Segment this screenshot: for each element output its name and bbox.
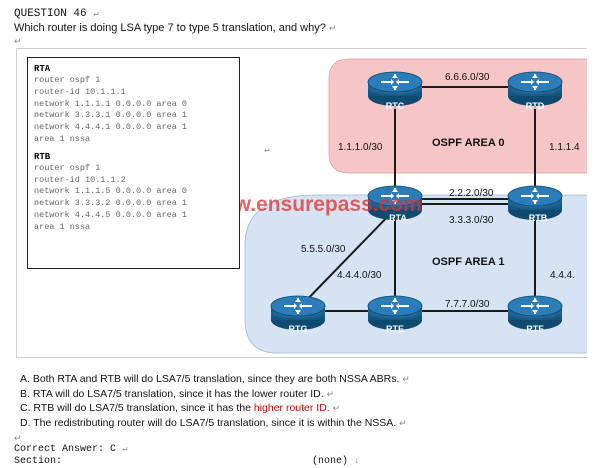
area1-region bbox=[244, 194, 587, 354]
paragraph-mark: ↵ bbox=[399, 417, 407, 428]
network-diagram: RTC RTD RTA RTB RTG RTE RTF OSPF AREA 0 … bbox=[201, 58, 587, 354]
config-line: router ospf 1 bbox=[34, 75, 101, 85]
router-label-rtf: RTF bbox=[526, 324, 544, 334]
paragraph-mark: ↵ bbox=[14, 433, 22, 443]
paragraph-mark: ↵ bbox=[332, 403, 341, 413]
paragraph-mark: ↵ bbox=[14, 36, 22, 46]
link-label-111: 1.1.1.0/30 bbox=[338, 142, 383, 153]
question-number: QUESTION 46 ↵ bbox=[14, 8, 99, 20]
config-line: network 4.4.4.5 0.0.0.0 area 1 bbox=[34, 209, 188, 220]
config-line: area 1 nssa bbox=[34, 221, 91, 232]
config-line: network 3.3.3.2 0.0.0.0 area 1 bbox=[34, 198, 188, 209]
router-label-rtb: RTB bbox=[529, 213, 548, 223]
paragraph-mark: ↵ bbox=[122, 444, 128, 454]
network-figure: RTC RTD RTA RTB RTG RTE RTF OSPF AREA 0 … bbox=[16, 48, 587, 358]
link-label-666: 6.6.6.0/30 bbox=[445, 72, 490, 83]
config-line: network 4.4.4.1 0.0.0.0 area 1 bbox=[34, 122, 188, 133]
router-label-rte: RTE bbox=[386, 324, 404, 334]
config-line: router-id 10.1.1.2 bbox=[34, 174, 126, 185]
question-text: Which router is doing LSA type 7 to type… bbox=[14, 22, 337, 34]
link-label-1114: 1.1.1.4 bbox=[549, 142, 580, 153]
answer-c-highlight: higher router ID. bbox=[253, 402, 330, 414]
link-label-222: 2.2.2.0/30 bbox=[449, 188, 494, 199]
config-line: network 3.3.3.1 0.0.0.0 area 1 bbox=[34, 110, 188, 121]
answer-c[interactable]: C. RTB will do LSA7/5 translation, since… bbox=[20, 402, 341, 414]
config-line: network 1.1.1.5 0.0.0.0 area 0 bbox=[34, 186, 188, 197]
rta-config-title: RTA bbox=[34, 64, 51, 74]
answer-options: A. Both RTA and RTB will do LSA7/5 trans… bbox=[20, 372, 410, 430]
router-label-rtg: RTG bbox=[289, 324, 308, 334]
paragraph-mark: ↵ bbox=[93, 9, 99, 19]
paragraph-mark: ↵ bbox=[402, 374, 410, 384]
config-line: area 1 nssa bbox=[34, 133, 91, 144]
section-label: Section: bbox=[14, 456, 63, 467]
config-line: network 1.1.1.1 0.0.0.0 area 0 bbox=[34, 98, 188, 109]
watermark: www.ensurepass.com bbox=[201, 193, 422, 216]
router-label-rtd: RTD bbox=[526, 101, 545, 111]
rtb-config-title: RTB bbox=[34, 151, 51, 162]
config-line: router-id 10.1.1.1 bbox=[34, 86, 126, 97]
config-box: RTA router ospf 1 router-id 10.1.1.1 net… bbox=[27, 57, 240, 269]
link-label-4444: 4.4.4. bbox=[550, 270, 575, 281]
router-label-rtc: RTC bbox=[386, 101, 405, 111]
correct-answer: Correct Answer: C ↵ bbox=[14, 444, 128, 455]
link-label-555: 5.5.5.0/30 bbox=[301, 244, 346, 255]
section-value: (none) ↓ bbox=[312, 456, 360, 467]
config-line: router ospf 1 bbox=[34, 162, 101, 173]
answer-d[interactable]: D. The redistributing router will do LSA… bbox=[20, 416, 407, 429]
paragraph-mark: ↵ bbox=[264, 146, 271, 155]
area0-label: OSPF AREA 0 bbox=[432, 137, 505, 149]
down-arrow-mark: ↓ bbox=[354, 456, 360, 466]
answer-b[interactable]: B. RTA will do LSA7/5 translation, since… bbox=[20, 387, 335, 400]
router-label-rta: RTA bbox=[389, 213, 407, 223]
link-label-777: 7.7.7.0/30 bbox=[445, 299, 490, 310]
answer-a[interactable]: A. Both RTA and RTB will do LSA7/5 trans… bbox=[20, 373, 410, 385]
link-label-333: 3.3.3.0/30 bbox=[449, 215, 494, 226]
paragraph-mark: ↵ bbox=[326, 388, 335, 399]
paragraph-mark: ↵ bbox=[328, 23, 337, 33]
area1-label: OSPF AREA 1 bbox=[432, 256, 505, 268]
link-label-444: 4.4.4.0/30 bbox=[337, 270, 382, 281]
